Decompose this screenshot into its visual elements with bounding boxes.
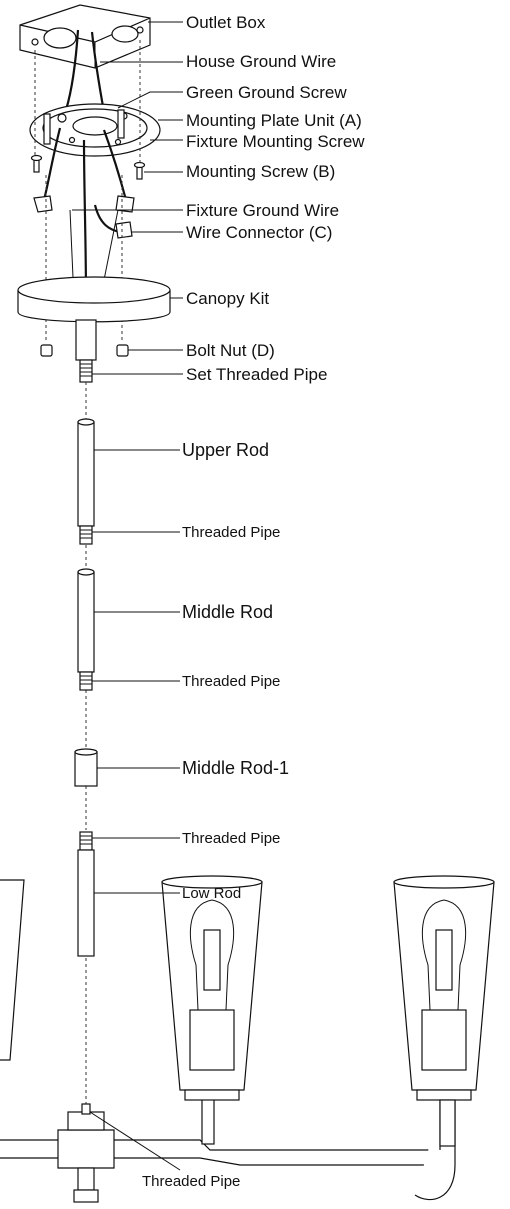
outlet-box-drawing <box>19 4 151 69</box>
label-fixture-ground-wire: Fixture Ground Wire <box>186 201 339 220</box>
right-shade-drawing <box>393 875 495 1147</box>
label-green-ground-screw: Green Ground Screw <box>186 83 347 102</box>
label-fixture-mounting-screw: Fixture Mounting Screw <box>186 132 365 151</box>
label-set-threaded-pipe: Set Threaded Pipe <box>186 365 327 384</box>
label-wire-connector: Wire Connector (C) <box>186 223 332 242</box>
middle-rod-1-drawing <box>74 748 98 787</box>
label-threaded-pipe-3: Threaded Pipe <box>182 830 280 847</box>
label-middle-rod-1: Middle Rod-1 <box>182 758 289 778</box>
canopy-drawing <box>17 276 171 361</box>
low-rod-drawing <box>77 831 95 957</box>
leader-lines <box>72 21 183 1171</box>
label-mounting-plate-unit: Mounting Plate Unit (A) <box>186 111 362 130</box>
label-low-rod: Low Rod <box>182 885 241 902</box>
label-bolt-nut: Bolt Nut (D) <box>186 341 275 360</box>
label-threaded-pipe-1: Threaded Pipe <box>182 524 280 541</box>
mounting-plate-drawing <box>29 103 161 157</box>
set-threaded-pipe-drawing <box>79 359 93 383</box>
label-outlet-box: Outlet Box <box>186 13 266 32</box>
label-threaded-pipe-2: Threaded Pipe <box>182 673 280 690</box>
left-shade-drawing <box>0 879 25 1061</box>
label-threaded-pipe-4: Threaded Pipe <box>142 1173 240 1190</box>
screws-drawing <box>30 154 146 180</box>
label-house-ground-wire: House Ground Wire <box>186 52 336 71</box>
middle-rod-drawing <box>77 568 95 691</box>
middle-shade-drawing <box>161 875 263 1101</box>
bolt-nuts-drawing <box>40 344 129 357</box>
label-canopy-kit: Canopy Kit <box>186 289 269 308</box>
upper-rod-drawing <box>77 418 95 545</box>
label-middle-rod: Middle Rod <box>182 602 273 622</box>
wire-connectors-drawing <box>33 195 135 239</box>
label-upper-rod: Upper Rod <box>182 440 269 460</box>
label-mounting-screw: Mounting Screw (B) <box>186 162 335 181</box>
fixture-body-drawing <box>0 1060 456 1203</box>
